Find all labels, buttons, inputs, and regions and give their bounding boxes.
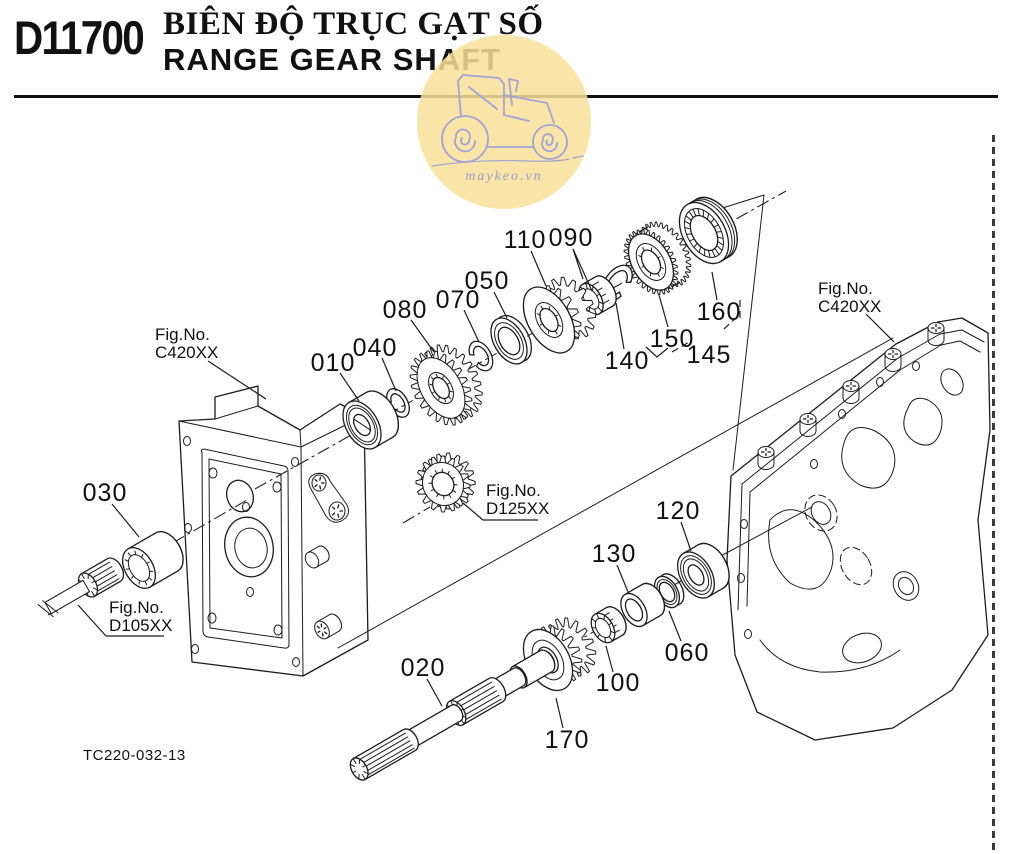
watermark: maykeo.vn xyxy=(417,35,591,209)
part-label-140: 140 xyxy=(605,347,650,375)
part-050-washer xyxy=(490,314,533,365)
part-130-collar xyxy=(620,582,666,628)
fig-no-references: Fig.No. C420XX Fig.No. C420XX Fig.No. D1… xyxy=(109,279,881,635)
left-case-drawing xyxy=(178,385,369,677)
watermark-site-text: maykeo.vn xyxy=(465,169,543,184)
figref-left-code: C420XX xyxy=(155,343,218,362)
part-label-030: 030 xyxy=(83,479,128,507)
part-label-170: 170 xyxy=(545,726,590,754)
figref-d125-code: D125XX xyxy=(486,499,549,518)
page-title-vietnamese: BIÊN ĐỘ TRỤC GẠT SỐ xyxy=(163,6,544,42)
part-label-150: 150 xyxy=(650,325,695,353)
part-label-060: 060 xyxy=(665,639,710,667)
drawing-number: TC220-032-13 xyxy=(83,747,186,764)
part-030-bushing xyxy=(121,531,184,589)
part-080-gear xyxy=(409,344,483,426)
figure-code: D11700 xyxy=(14,11,145,64)
part-shaft-end-d105 xyxy=(37,557,125,618)
part-label-070: 070 xyxy=(436,286,481,314)
page-border-dashed xyxy=(992,135,995,854)
part-label-020: 020 xyxy=(401,654,446,682)
part-150-shifter-hub xyxy=(623,221,692,295)
part-label-160: 160 xyxy=(697,298,742,326)
part-label-040: 040 xyxy=(353,334,398,362)
part-label-130: 130 xyxy=(592,540,637,568)
part-110-range-gear xyxy=(522,276,597,354)
part-number-labels: 010 040 080 070 050 110 090 140 150 160 … xyxy=(83,224,742,754)
part-120-ball-bearing xyxy=(677,542,730,599)
figref-left-label: Fig.No. xyxy=(155,325,210,344)
figref-d125-label: Fig.No. xyxy=(486,481,541,500)
part-label-080: 080 xyxy=(383,296,428,324)
right-case-drawing xyxy=(726,317,991,741)
part-label-120: 120 xyxy=(656,497,701,525)
part-label-050: 050 xyxy=(465,267,510,295)
tractor-icon xyxy=(431,74,584,167)
part-label-110: 110 xyxy=(504,226,547,254)
figref-right-label: Fig.No. xyxy=(818,279,873,298)
part-010-ball-bearing xyxy=(342,390,399,450)
part-label-145: 145 xyxy=(687,341,732,369)
figref-right-code: C420XX xyxy=(818,297,881,316)
part-small-gear-d125 xyxy=(415,452,476,513)
part-label-100: 100 xyxy=(596,669,641,697)
part-label-010: 010 xyxy=(311,349,356,377)
figref-d105-code: D105XX xyxy=(109,616,172,635)
figref-d105-label: Fig.No. xyxy=(109,598,164,617)
part-label-090: 090 xyxy=(549,224,594,252)
part-160-synchro-ring xyxy=(678,196,738,265)
leader-lines xyxy=(77,248,895,729)
part-020-range-shaft-and-170-gear xyxy=(349,617,597,781)
part-100-needle-bearing xyxy=(590,606,627,644)
